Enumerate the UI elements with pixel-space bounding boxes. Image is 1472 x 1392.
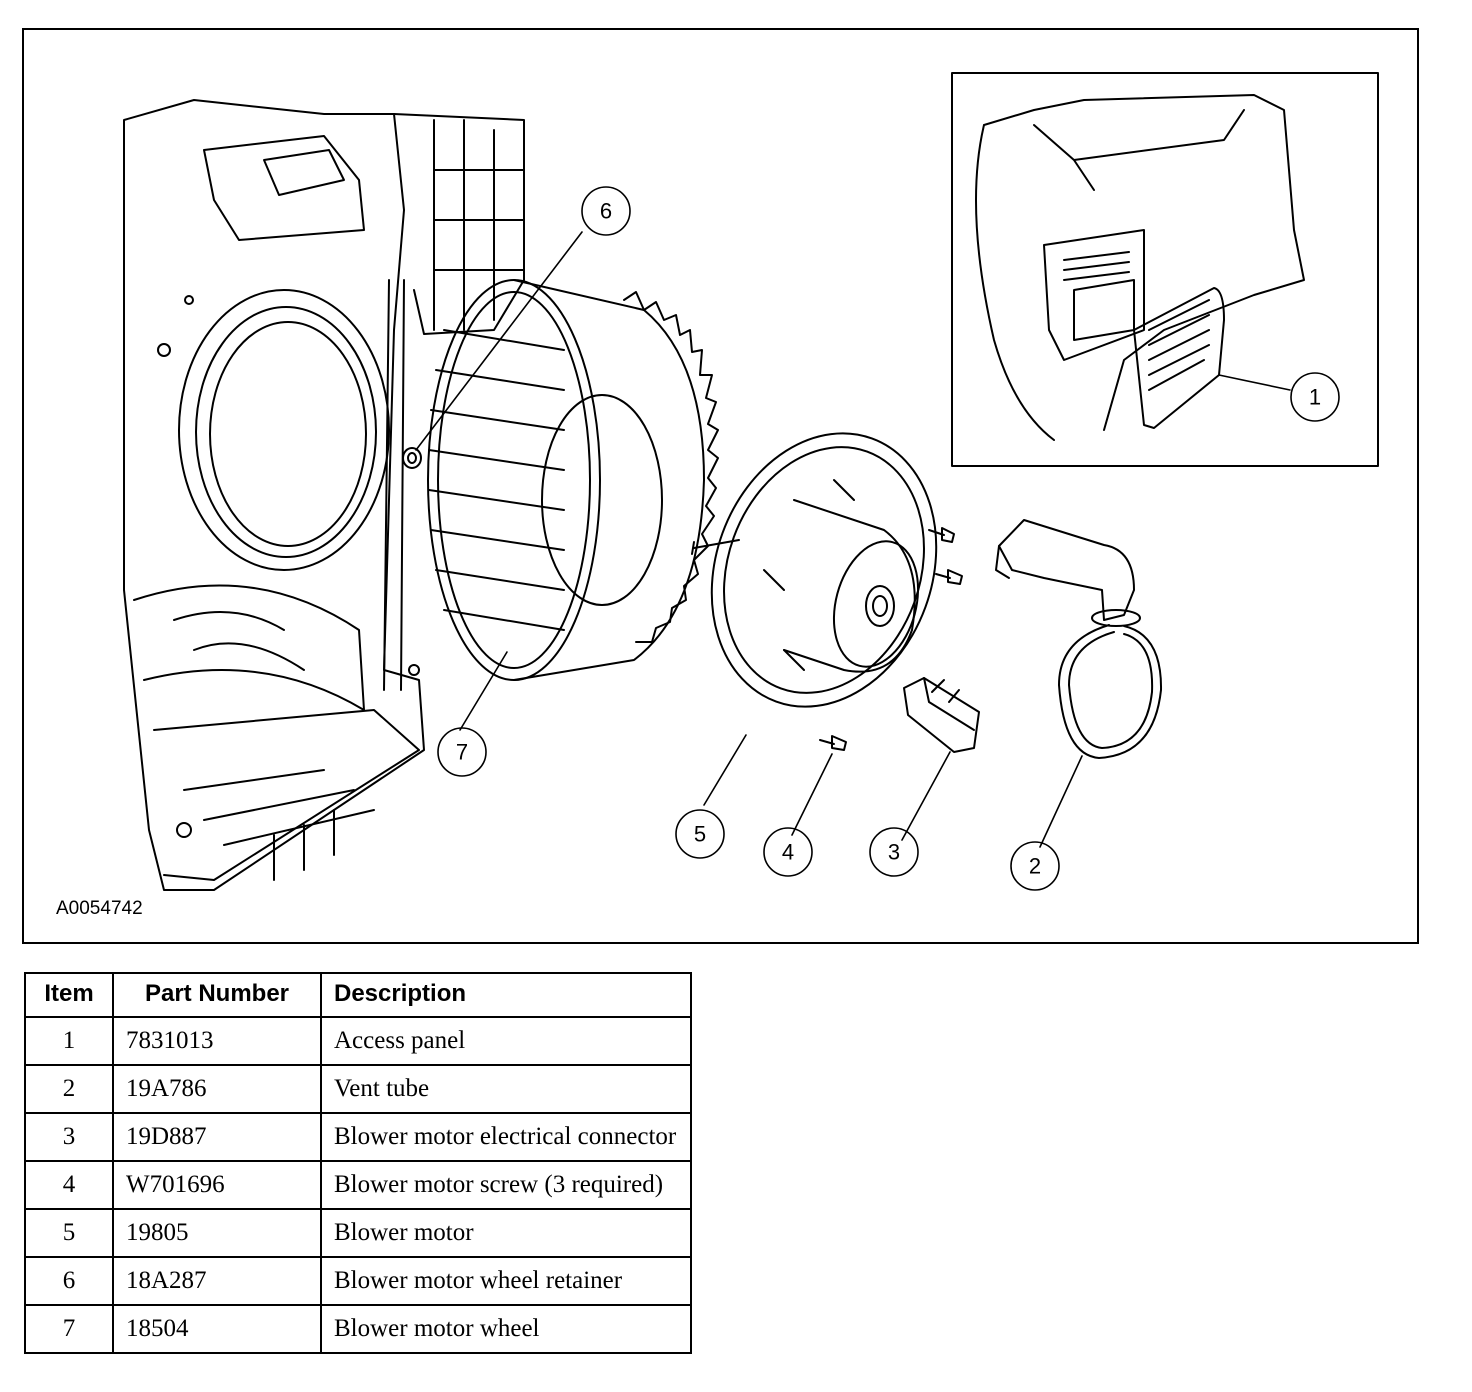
inset-view-box	[951, 72, 1379, 467]
table-row: 7 18504 Blower motor wheel	[24, 1304, 692, 1354]
blower-assembly-drawing: 1 2 3 4 5 6 7	[123, 72, 1379, 891]
inset-housing	[975, 94, 1305, 441]
cell-description: Access panel	[320, 1016, 692, 1066]
cell-item: 1	[24, 1016, 114, 1066]
table-row: 4 W701696 Blower motor screw (3 required…	[24, 1160, 692, 1210]
blower-housing	[123, 99, 525, 891]
blower-motor	[691, 432, 938, 708]
table-row: 6 18A287 Blower motor wheel retainer	[24, 1256, 692, 1306]
cell-description: Blower motor screw (3 required)	[320, 1160, 692, 1210]
cell-item: 5	[24, 1208, 114, 1258]
table-row: 3 19D887 Blower motor electrical connect…	[24, 1112, 692, 1162]
table-row: 2 19A786 Vent tube	[24, 1064, 692, 1114]
blower-wheel	[427, 279, 719, 681]
access-panel	[1133, 287, 1225, 429]
callout-1: 1	[1309, 385, 1321, 410]
wheel-retainer	[402, 447, 422, 469]
vent-tube	[995, 519, 1163, 759]
cell-item: 2	[24, 1064, 114, 1114]
cell-description: Blower motor wheel retainer	[320, 1256, 692, 1306]
cell-part-number: 19D887	[112, 1112, 322, 1162]
cell-part-number: W701696	[112, 1160, 322, 1210]
table-row: 5 19805 Blower motor	[24, 1208, 692, 1258]
callout-4: 4	[782, 840, 794, 865]
cell-item: 6	[24, 1256, 114, 1306]
cell-description: Blower motor wheel	[320, 1304, 692, 1354]
motor-screws	[819, 527, 963, 751]
header-description: Description	[320, 972, 692, 1018]
cell-part-number: 19A786	[112, 1064, 322, 1114]
cell-item: 3	[24, 1112, 114, 1162]
cell-part-number: 19805	[112, 1208, 322, 1258]
cell-part-number: 18A287	[112, 1256, 322, 1306]
table-header-row: Item Part Number Description	[24, 972, 692, 1018]
cell-description: Blower motor	[320, 1208, 692, 1258]
header-part-number: Part Number	[112, 972, 322, 1018]
cell-item: 4	[24, 1160, 114, 1210]
parts-table: Item Part Number Description 1 7831013 A…	[24, 972, 692, 1354]
callout-2: 2	[1029, 854, 1041, 879]
cell-part-number: 18504	[112, 1304, 322, 1354]
callout-7: 7	[456, 740, 468, 765]
exploded-view-figure: 1 2 3 4 5 6 7 A0054742	[22, 28, 1419, 944]
leader-lines	[415, 231, 1291, 848]
table-row: 1 7831013 Access panel	[24, 1016, 692, 1066]
callout-circles	[437, 186, 1340, 891]
callout-5: 5	[694, 822, 706, 847]
electrical-connector	[903, 677, 980, 753]
header-item: Item	[24, 972, 114, 1018]
cell-description: Vent tube	[320, 1064, 692, 1114]
cell-description: Blower motor electrical connector	[320, 1112, 692, 1162]
cell-part-number: 7831013	[112, 1016, 322, 1066]
figure-id: A0054742	[56, 898, 143, 919]
callout-6: 6	[600, 199, 612, 224]
cell-item: 7	[24, 1304, 114, 1354]
callout-3: 3	[888, 840, 900, 865]
